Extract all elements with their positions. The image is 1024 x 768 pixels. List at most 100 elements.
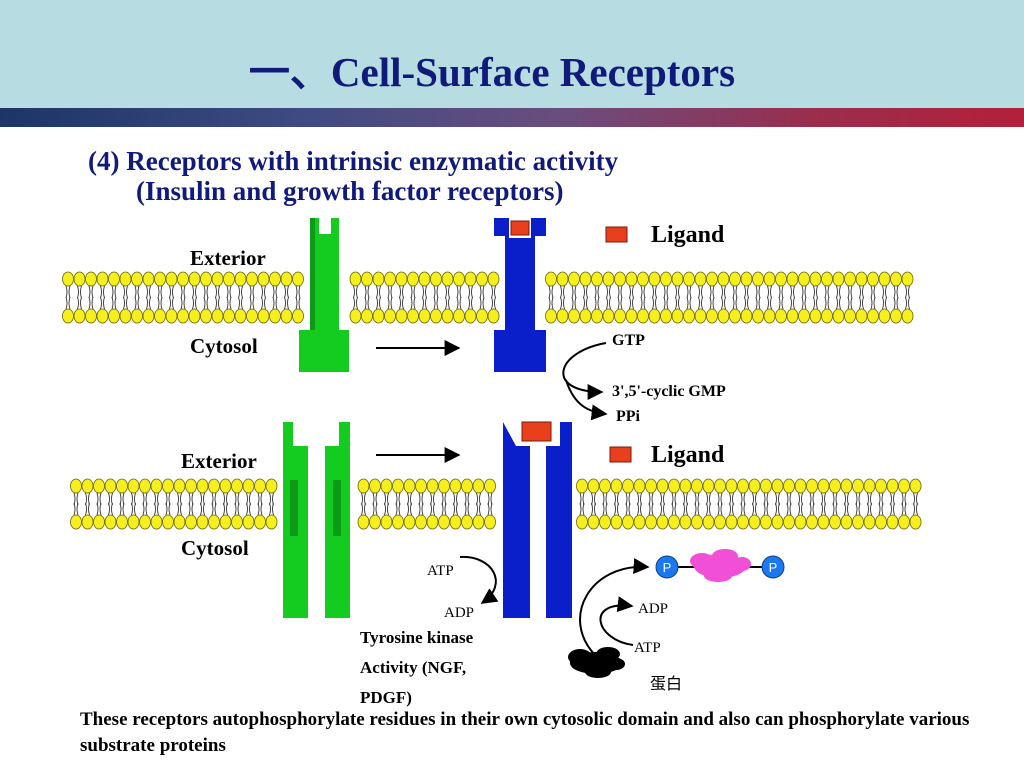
lipid-tail	[192, 285, 194, 299]
lipid-head	[875, 478, 887, 494]
lipid-tail	[238, 296, 240, 310]
lipid-head	[292, 271, 304, 287]
lipid-head	[93, 514, 105, 530]
lipid-tail	[836, 296, 838, 310]
lipid-head	[725, 478, 738, 494]
lipid-head	[154, 271, 166, 287]
lipid-tail	[433, 296, 436, 310]
lipid-tail	[574, 296, 577, 310]
lipid-tail	[430, 502, 432, 516]
lipid-tail	[614, 502, 616, 516]
lipid-tail	[471, 296, 473, 310]
lipid-tail	[413, 296, 416, 310]
lipid-tail	[287, 296, 289, 310]
lipid-tail	[257, 502, 260, 516]
lipid-head	[96, 271, 109, 287]
lipid-head	[96, 308, 109, 324]
lipid-tail	[287, 285, 289, 299]
lipid-tail	[904, 502, 907, 516]
lipid-tail	[721, 296, 723, 310]
lipid-head	[622, 514, 634, 530]
lipid-head	[380, 478, 393, 494]
lipid-head	[898, 478, 910, 494]
lipid-head	[441, 308, 454, 324]
lipid-head	[430, 271, 442, 287]
lipid-tail	[594, 285, 597, 299]
lipid-tail	[91, 296, 94, 310]
lipid-head	[809, 308, 822, 324]
lipid-head	[556, 271, 569, 287]
lipid-tail	[149, 296, 151, 310]
lipid-tail	[73, 502, 76, 516]
lipid-head	[487, 271, 500, 287]
lipid-tail	[643, 296, 646, 310]
lipid-tail	[134, 502, 136, 516]
lipid-tail	[111, 296, 114, 310]
lipid-head	[81, 514, 94, 530]
lipid-tail	[770, 285, 772, 299]
lipid-tail	[249, 296, 252, 310]
lipid-head	[269, 271, 281, 287]
lipid-head	[231, 478, 243, 494]
lipid-tail	[491, 285, 493, 299]
lipid-tail	[632, 296, 634, 310]
lipid-head	[231, 514, 243, 530]
lipid-tail	[652, 285, 654, 299]
lipid-tail	[551, 296, 554, 310]
lipid-head	[775, 271, 787, 287]
lipid-head	[645, 514, 657, 530]
lipid-tail	[804, 296, 807, 310]
lipid-tail	[134, 285, 137, 299]
lipid-head	[633, 514, 646, 530]
lipid-tail	[908, 296, 910, 310]
lipid-tail	[169, 296, 171, 310]
lipid-head	[576, 514, 588, 530]
lipid-tail	[629, 296, 631, 310]
lipid-tail	[111, 502, 113, 516]
adp-label-right: ADP	[638, 601, 668, 617]
lipid-head	[717, 308, 730, 324]
lipid-tail	[752, 502, 754, 516]
lipid-tail	[68, 296, 71, 310]
lipid-head	[763, 271, 776, 287]
lipid-head	[671, 308, 684, 324]
lipid-head	[461, 514, 473, 530]
lipid-tail	[732, 285, 735, 299]
lipid-head	[909, 478, 922, 494]
lipid-tail	[586, 285, 588, 299]
lipid-head	[70, 478, 82, 494]
ligand-legend-label-bottom: Ligand	[651, 442, 725, 468]
lipid-tail	[448, 285, 450, 299]
lipid-tail	[160, 296, 163, 310]
lipid-head	[369, 478, 381, 494]
lipid-head	[441, 271, 454, 287]
lipid-tail	[260, 502, 263, 516]
inactive-receptor-top	[299, 218, 349, 372]
lipid-head	[142, 271, 155, 287]
lipid-head	[487, 308, 500, 324]
lipid-head	[154, 308, 166, 324]
lipid-tail	[108, 502, 110, 516]
lipid-head	[725, 514, 738, 530]
lipid-tail	[395, 502, 398, 516]
lipid-tail	[146, 296, 148, 310]
lipid-tail	[137, 285, 140, 299]
lipid-tail	[660, 502, 662, 516]
lipid-head	[188, 271, 201, 287]
lipid-head	[127, 478, 140, 494]
lipid-tail	[835, 502, 838, 516]
lipid-head	[73, 308, 86, 324]
lipid-tail	[295, 296, 298, 310]
lipid-tail	[183, 285, 186, 299]
lipid-tail	[436, 296, 439, 310]
lipid-tail	[142, 502, 145, 516]
lipid-head	[150, 514, 163, 530]
lipid-head	[855, 271, 868, 287]
lipid-head	[702, 514, 715, 530]
lipid-tail	[410, 296, 413, 310]
lipid-head	[748, 514, 761, 530]
lipid-tail	[591, 502, 593, 516]
lipid-tail	[812, 502, 815, 516]
lipid-tail	[701, 285, 703, 299]
lipid-head	[775, 308, 787, 324]
